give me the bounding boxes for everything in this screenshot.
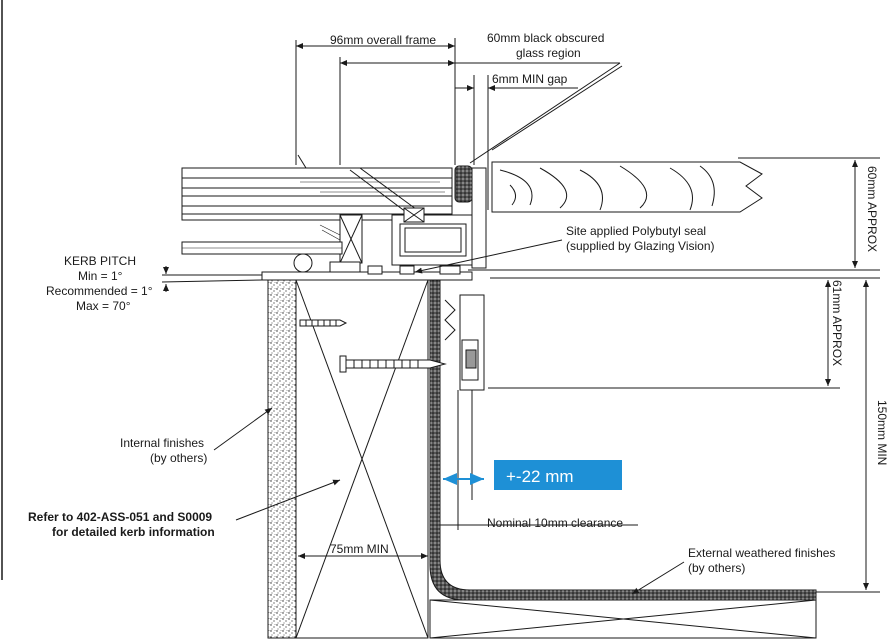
- glazing-unit: [181, 154, 473, 266]
- frame-clip: [293, 253, 485, 391]
- min-75-label: 75mm MIN: [330, 542, 389, 556]
- internal-finish-label-line2: (by others): [150, 451, 207, 465]
- kerb-timber-box: [295, 279, 429, 639]
- kerb-pitch-min: Min = 1°: [78, 269, 123, 283]
- external-weather-finish: [429, 279, 817, 601]
- timber-section: [491, 161, 763, 213]
- overall-frame-label: 96mm overall frame: [330, 33, 436, 47]
- height-150-label: 150mm MIN: [875, 400, 889, 465]
- obscured-label-line2: glass region: [516, 46, 581, 60]
- tolerance-badge-text: +-22 mm: [506, 467, 574, 486]
- fixing-screw-upper: [299, 319, 348, 327]
- height-60-label: 60mm APPROX: [865, 166, 879, 252]
- clearance-label: Nominal 10mm clearance: [487, 516, 623, 530]
- height-61-label: 61mm APPROX: [830, 280, 844, 366]
- external-finish-label-line1: External weathered finishes: [688, 546, 835, 560]
- external-finish-label-line2: (by others): [688, 561, 745, 575]
- obscured-glass-dimension: [339, 57, 620, 165]
- internal-finish-label-line1: Internal finishes: [120, 436, 204, 450]
- seal-label-line2: (supplied by Glazing Vision): [566, 239, 715, 253]
- min-gap-label: 6mm MIN gap: [492, 72, 568, 86]
- overall-frame-dimension: [295, 38, 456, 165]
- tolerance-badge: [494, 460, 622, 490]
- refer-label-line2: for detailed kerb information: [52, 525, 215, 539]
- glass-edge-seal: [454, 165, 473, 203]
- kerb-pitch-title: KERB PITCH: [64, 254, 136, 268]
- obscured-label-line1: 60mm black obscured: [487, 31, 604, 45]
- kerb-pitch-max: Max = 70°: [76, 299, 131, 313]
- kerb-pitch-recommended: Recommended = 1°: [46, 284, 153, 298]
- min-gap-dimension: [455, 75, 578, 210]
- internal-finish-layer: [267, 277, 297, 639]
- fixing-screw-lower: [339, 355, 447, 373]
- seal-label-line1: Site applied Polybutyl seal: [566, 224, 706, 238]
- refer-label-line1: Refer to 402-ASS-051 and S0009: [28, 510, 212, 524]
